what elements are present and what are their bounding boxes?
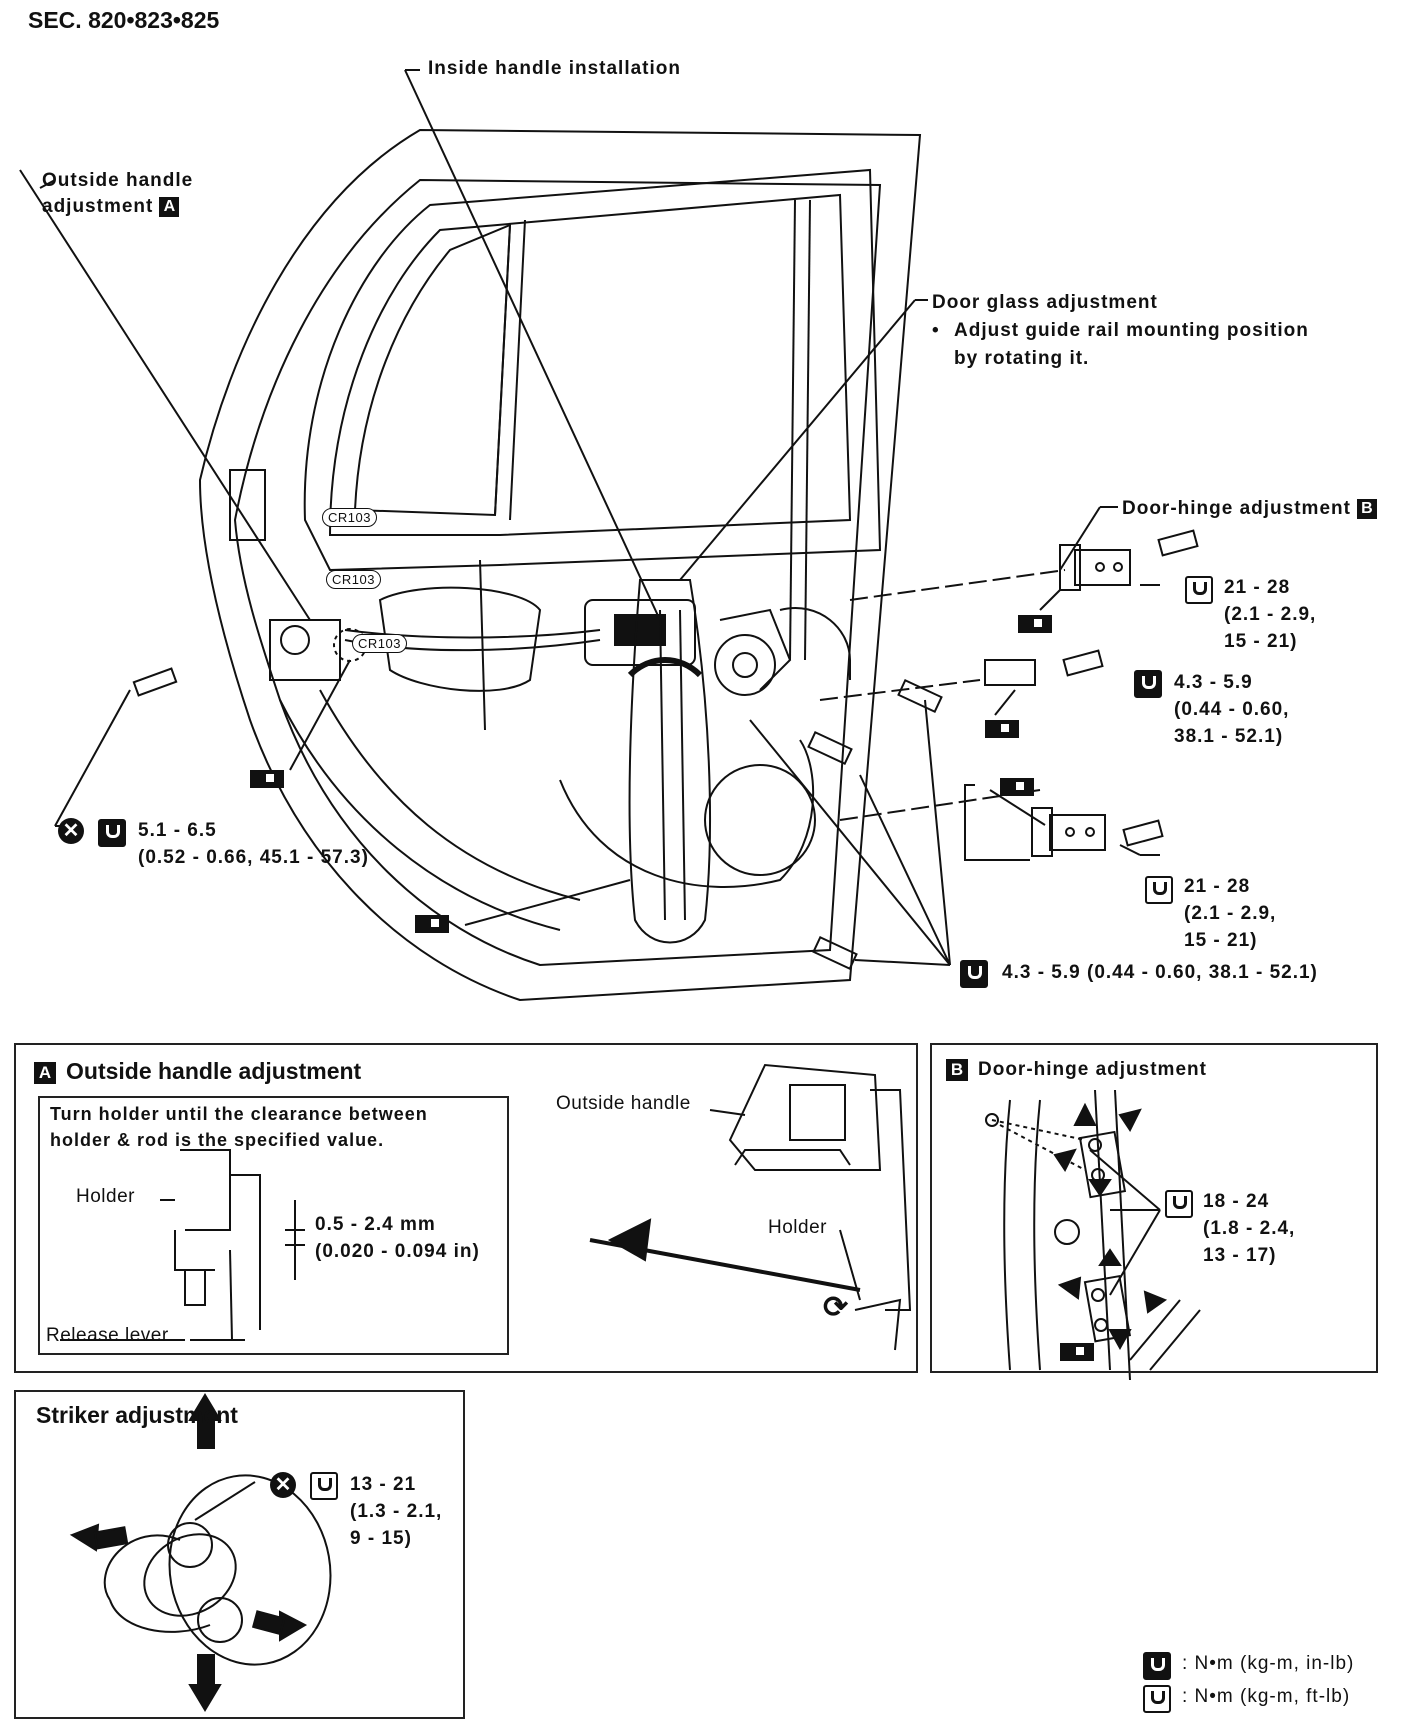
grease-point-icon [1018, 615, 1052, 633]
panel-b-torque-3: 13 - 17) [1203, 1245, 1277, 1266]
cr103-label-3: CR103 [352, 634, 407, 653]
badge-b-icon: B [946, 1058, 968, 1081]
legend-ftlb: : N•m (kg-m, ft-lb) [1182, 1686, 1351, 1707]
panel-a-instruction-2: holder & rod is the specified value. [50, 1130, 385, 1150]
panel-a-outside-handle-label: Outside handle [556, 1093, 691, 1114]
panel-outside-handle [14, 1043, 918, 1373]
wrench-solid-icon [1143, 1652, 1171, 1680]
wrench-outline-icon [1143, 1685, 1171, 1713]
torque-hinge-lower-3: 15 - 21) [1184, 930, 1258, 951]
inside-handle-label: Inside handle installation [428, 58, 681, 79]
wrench-solid-icon [98, 819, 126, 847]
badge-a-icon: A [159, 196, 180, 217]
section-header: SEC. 820•823•825 [28, 7, 220, 33]
panel-striker-torque-1: 13 - 21 [350, 1474, 417, 1495]
outside-handle-label-text: adjustment [42, 196, 154, 217]
cr103-label-2: CR103 [326, 570, 381, 589]
torque-left-1: 5.1 - 6.5 [138, 820, 217, 841]
x-circle-icon: ✕ [58, 818, 84, 844]
grease-point-icon [1000, 778, 1034, 796]
window-frame-inner [328, 193, 852, 536]
panel-striker [14, 1390, 465, 1719]
torque-hinge-mid-1: 4.3 - 5.9 [1174, 672, 1253, 693]
panel-b-title-text: Door-hinge adjustment [978, 1059, 1207, 1080]
panel-a-spec-2: (0.020 - 0.094 in) [315, 1241, 480, 1262]
bolt-reg-3 [812, 935, 858, 971]
bolt-hinge-2 [1062, 649, 1104, 677]
rotate-arrow-icon: ⟳ [823, 1291, 849, 1324]
door-glass-note2: by rotating it. [954, 348, 1090, 369]
legend-inlb: : N•m (kg-m, in-lb) [1182, 1653, 1355, 1674]
grease-point-icon [415, 915, 449, 933]
window-glass [353, 223, 512, 517]
wrench-solid-icon [1134, 670, 1162, 698]
door-glass-title: Door glass adjustment [932, 292, 1158, 313]
window-frame-outer [303, 168, 882, 572]
cr103-label-1: CR103 [322, 508, 377, 527]
door-outer-shell [198, 128, 922, 1002]
panel-a-spec-1: 0.5 - 2.4 mm [315, 1214, 436, 1235]
panel-a-title-text: Outside handle adjustment [66, 1058, 362, 1084]
badge-a-icon: A [34, 1061, 56, 1084]
bolt-hinge-1 [1157, 529, 1199, 557]
torque-hinge-upper-3: 15 - 21) [1224, 631, 1298, 652]
bolt-reg-1 [897, 678, 943, 714]
panel-door-hinge [930, 1043, 1378, 1373]
badge-b-icon: B [1356, 498, 1377, 519]
torque-hinge-upper-2: (2.1 - 2.9, [1224, 604, 1317, 625]
panel-b-torque-2: (1.8 - 2.4, [1203, 1218, 1296, 1239]
panel-a-release-label: Release lever [46, 1325, 169, 1346]
bolt-hinge-3 [1122, 819, 1164, 847]
wrench-outline-icon [1165, 1190, 1193, 1218]
torque-hinge-lower-1: 21 - 28 [1184, 876, 1251, 897]
torque-hinge-mid-3: 38.1 - 52.1) [1174, 726, 1284, 747]
door-glass-note1: Adjust guide rail mounting position [954, 320, 1309, 341]
torque-hinge-mid-2: (0.44 - 0.60, [1174, 699, 1290, 720]
regulator-rail [628, 579, 711, 944]
door-glass-bullet: • [932, 320, 940, 341]
panel-a-holder2-label: Holder [768, 1217, 827, 1238]
wrench-solid-icon [960, 960, 988, 988]
bolt-left [132, 667, 178, 697]
panel-a-inner-box [38, 1096, 509, 1355]
wrench-outline-icon [1185, 576, 1213, 604]
wrench-outline-icon [1145, 876, 1173, 904]
door-inner-shell [233, 178, 882, 967]
torque-hinge-upper-1: 21 - 28 [1224, 577, 1291, 598]
panel-b-title: B Door-hinge adjustment [946, 1057, 1207, 1083]
panel-striker-title: Striker adjustment [36, 1402, 238, 1428]
panel-striker-torque-3: 9 - 15) [350, 1528, 412, 1549]
door-hinge-label-text: Door-hinge adjustment [1122, 498, 1351, 519]
panel-a-title: A Outside handle adjustment [34, 1056, 361, 1087]
grease-point-icon [985, 720, 1019, 738]
torque-left-2: (0.52 - 0.66, 45.1 - 57.3) [138, 847, 369, 868]
wrench-outline-icon [310, 1472, 338, 1500]
panel-b-torque-1: 18 - 24 [1203, 1191, 1270, 1212]
x-circle-icon: ✕ [270, 1472, 296, 1498]
outside-handle-label-line1: Outside handle [42, 170, 194, 191]
panel-a-holder-label: Holder [76, 1186, 135, 1207]
bolt-reg-2 [807, 730, 853, 766]
grease-point-icon [250, 770, 284, 788]
panel-a-instruction-1: Turn holder until the clearance between [50, 1104, 428, 1124]
panel-striker-torque-2: (1.3 - 2.1, [350, 1501, 443, 1522]
grease-point-icon [1060, 1343, 1094, 1361]
torque-regulator: 4.3 - 5.9 (0.44 - 0.60, 38.1 - 52.1) [1002, 962, 1318, 983]
torque-hinge-lower-2: (2.1 - 2.9, [1184, 903, 1277, 924]
